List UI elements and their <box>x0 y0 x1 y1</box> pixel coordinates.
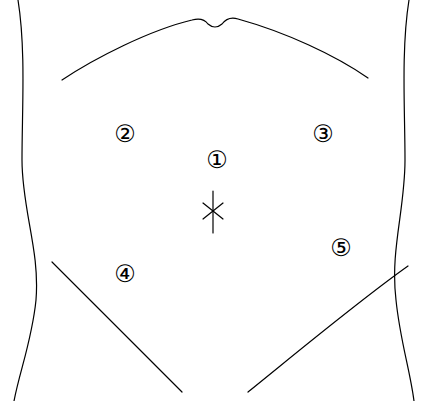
umbilicus-mark <box>203 191 223 233</box>
callout-number: ③ <box>312 122 334 146</box>
body-side-left <box>14 0 37 401</box>
costal-margin <box>62 18 368 80</box>
callout-number: ② <box>114 122 136 146</box>
inguinal-line-left <box>52 262 182 392</box>
callout-number: ⑤ <box>330 236 352 260</box>
inguinal-line-right <box>248 266 408 392</box>
body-side-right <box>395 0 414 401</box>
callout-number: ④ <box>114 262 136 286</box>
callout-number: ① <box>206 148 228 172</box>
